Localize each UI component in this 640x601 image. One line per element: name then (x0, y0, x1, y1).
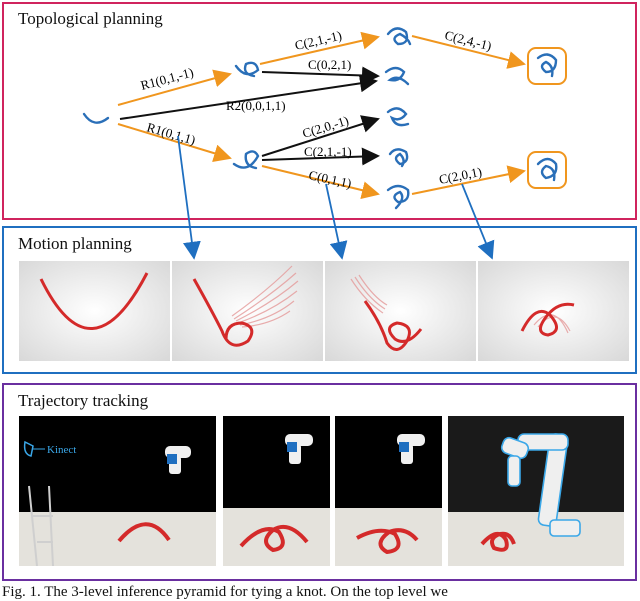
edge-c-201-goal (411, 165, 526, 195)
label-c-011: C(0,1,1) (307, 167, 353, 191)
knot-icon-c214 (386, 27, 412, 46)
topological-planning-title: Topological planning (18, 9, 163, 28)
label-c-211: C(2,1,-1) (304, 144, 352, 159)
tracking-photo-1: Kinect (19, 416, 216, 566)
tracking-photo-4 (448, 416, 624, 566)
edge-c-211 (261, 147, 380, 166)
knot-icon-c201 (386, 107, 410, 127)
edge-r1-lower (117, 123, 232, 162)
label-r1-upper: R1(0,1,-1) (139, 64, 195, 93)
tracking-photo-3 (335, 416, 442, 566)
edge-c-214-upper (259, 31, 380, 65)
motion-frame-1 (19, 261, 170, 361)
trajectory-tracking-title: Trajectory tracking (18, 391, 149, 410)
motion-frame-2 (172, 261, 323, 361)
knot-icon-c011 (386, 184, 410, 210)
tracking-photo-2 (223, 416, 330, 566)
label-r2: R2(0,0,1,1) (226, 98, 286, 113)
knot-icon-c021 (384, 66, 410, 86)
motion-planning-panel: Motion planning (2, 226, 637, 374)
kinect-label: Kinect (47, 444, 76, 456)
edge-c-241 (411, 35, 526, 69)
knot-icon-c211 (388, 148, 409, 168)
motion-frame-4 (478, 261, 629, 361)
trajectory-tracking-panel: Trajectory tracking Kinect (2, 383, 637, 581)
topological-planning-panel: Topological planning R1(0,1,-1) R2(0,0,1… (2, 2, 637, 220)
knot-icon-start (82, 112, 110, 124)
motion-frame-3 (325, 261, 476, 361)
motion-planning-title: Motion planning (18, 234, 132, 253)
edge-c-021 (261, 66, 380, 85)
kinect-icon (23, 440, 34, 457)
edge-r1-upper (117, 69, 232, 106)
label-r1-lower: R1(0,1,1) (145, 119, 197, 147)
edge-r2 (119, 74, 378, 120)
knot-icon-r1-upper (234, 61, 260, 78)
topology-graph: R1(0,1,-1) R2(0,0,1,1) R1(0,1,1) C(2,1,-… (82, 27, 567, 210)
label-c-214: C(2,1,-1) (293, 28, 343, 53)
goal-knot-lower (527, 151, 567, 189)
edge-c-201 (261, 115, 380, 157)
edge-c-011 (261, 165, 380, 199)
figure-caption: Fig. 1. The 3-level inference pyramid fo… (2, 584, 448, 600)
label-c-021: C(0,2,1) (308, 57, 351, 72)
knot-icon-r1-lower (232, 150, 260, 170)
goal-knot-upper (527, 47, 567, 85)
